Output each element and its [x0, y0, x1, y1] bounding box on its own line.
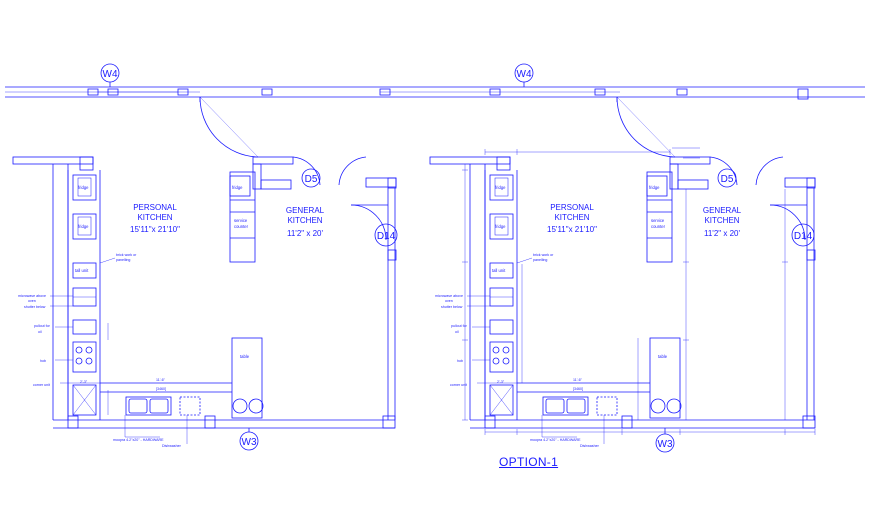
d5-label-right: D5	[721, 174, 734, 185]
dishwasher-label: Dishwasher	[162, 444, 182, 448]
left-plan-walls	[12, 156, 397, 429]
right-plan-doors	[616, 96, 815, 247]
shutter-label: shutter below	[441, 305, 463, 309]
fridge-label: fridge	[232, 185, 243, 190]
tall-unit-label: tall unit	[75, 268, 89, 273]
brick-work-label: brick work or	[116, 253, 137, 257]
left-plan-appliances	[72, 174, 264, 419]
shutter-label: shutter below	[24, 305, 46, 309]
service-counter-label: counter	[651, 224, 666, 229]
w3-label-right: W3	[658, 439, 673, 450]
brick-work-label: panelling	[533, 258, 547, 262]
right-plan-walls	[429, 156, 816, 429]
dimension-label: [3460]	[573, 387, 583, 391]
w4-tag-right	[514, 63, 534, 87]
right-plan-appliances	[489, 174, 682, 419]
w4-tag-left	[100, 63, 120, 87]
dimension-label: 11'-6"	[573, 378, 583, 382]
w4-label-left: W4	[103, 69, 118, 80]
general-kitchen-title-2: KITCHEN	[287, 216, 322, 225]
fridge-label: fridge	[495, 185, 506, 190]
pullout-label: oil	[38, 330, 42, 334]
personal-kitchen-title-2: KITCHEN	[554, 213, 589, 222]
brick-work-label: brick work or	[533, 253, 554, 257]
pullout-label: pullout for	[34, 324, 51, 328]
personal-kitchen-size: 15'11"x 21'10"	[130, 225, 180, 234]
general-kitchen-title-2: KITCHEN	[704, 216, 739, 225]
sink-note: moopra 4.2"x20" - HARDWARE	[113, 438, 164, 442]
service-counter-label: service	[234, 218, 248, 223]
general-kitchen-title-1: GENERAL	[703, 206, 742, 215]
personal-kitchen-size: 15'11"x 21'10"	[547, 225, 597, 234]
fridge-label: fridge	[78, 185, 89, 190]
personal-kitchen-title-1: PERSONAL	[133, 203, 177, 212]
w3-tag-left	[239, 428, 259, 451]
dimension-label: 2'-3"	[80, 380, 88, 384]
room-labels-left: PERSONAL KITCHEN 15'11"x 21'10" GENERAL …	[130, 203, 325, 238]
left-plan-doors	[199, 96, 398, 247]
fridge-label: fridge	[649, 185, 660, 190]
microwave-label: microwave above	[435, 294, 463, 298]
general-kitchen-title-1: GENERAL	[286, 206, 325, 215]
dimension-label: 11'-6"	[156, 378, 166, 382]
w4-window-left	[87, 88, 273, 96]
corner-unit-label: corner unit	[450, 383, 467, 387]
w4-label-right: W4	[517, 69, 532, 80]
d5-label-left: D5	[305, 174, 318, 185]
dishwasher-label: Dishwasher	[580, 444, 600, 448]
table-label: table	[240, 354, 250, 359]
general-kitchen-size: 11'2" x 20'	[287, 229, 323, 238]
d14-label-left: D14	[377, 231, 396, 242]
general-kitchen-size: 11'2" x 20'	[704, 229, 740, 238]
microwave-label: oven	[28, 299, 36, 303]
table-label: table	[658, 354, 668, 359]
personal-kitchen-title-2: KITCHEN	[137, 213, 172, 222]
dimension-label: [3460]	[156, 387, 166, 391]
right-plan-dimension-lines	[462, 147, 816, 444]
equipment-labels-right: fridge fridge fridge service counter tal…	[435, 185, 668, 448]
pullout-label: oil	[455, 330, 459, 334]
tall-unit-label: tall unit	[492, 268, 506, 273]
microwave-label: microwave above	[18, 294, 46, 298]
service-counter-label: counter	[234, 224, 249, 229]
pullout-label: pullout for	[451, 324, 468, 328]
equipment-labels-left: fridge fridge fridge service counter tal…	[18, 185, 250, 448]
tags: W4 W4 W3 W3 D5 D5 D14 D14	[103, 69, 813, 450]
brick-work-label: panelling	[116, 258, 130, 262]
sink-note: moopra 4.2"x20" - HARDWARE	[530, 438, 581, 442]
hob-label: hob	[40, 359, 46, 363]
personal-kitchen-title-1: PERSONAL	[550, 203, 594, 212]
fridge-label: fridge	[495, 224, 506, 229]
room-labels-right: PERSONAL KITCHEN 15'11"x 21'10" GENERAL …	[547, 203, 742, 238]
corner-unit-label: corner unit	[33, 383, 50, 387]
left-plan-leaders	[50, 257, 188, 444]
microwave-label: oven	[445, 299, 453, 303]
service-counter-label: service	[651, 218, 665, 223]
w3-label-left: W3	[242, 437, 257, 448]
hob-label: hob	[457, 359, 463, 363]
dimension-label: 2'-3"	[497, 380, 505, 384]
w4-window-right	[379, 88, 809, 100]
d14-label-right: D14	[794, 231, 813, 242]
option-caption: OPTION-1	[499, 455, 559, 469]
w3-tag-right	[655, 428, 675, 453]
fridge-label: fridge	[78, 224, 89, 229]
